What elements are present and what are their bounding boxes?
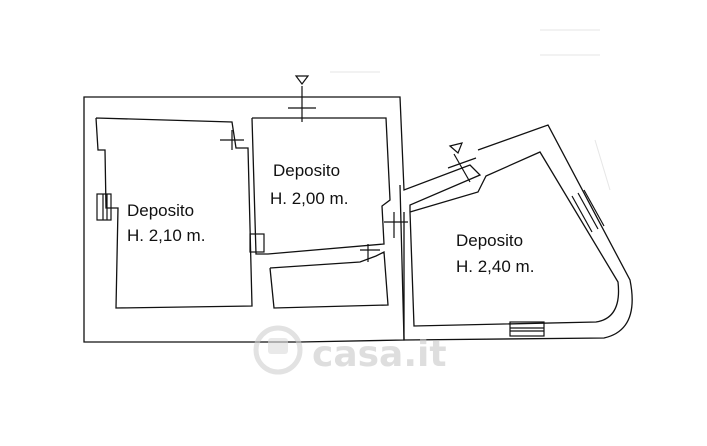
- watermark: casa.it: [253, 325, 447, 375]
- left-middle-door: [220, 130, 265, 253]
- room-left-height: H. 2,10 m.: [127, 226, 205, 245]
- watermark-text: casa.it: [312, 334, 447, 375]
- room-right-name: Deposito: [456, 231, 523, 250]
- room-middle-height: H. 2,00 m.: [270, 189, 348, 208]
- right-window: [571, 189, 605, 233]
- middle-room-walls: [251, 96, 482, 343]
- lower-room-door: [360, 244, 380, 262]
- room-left-walls: [83, 96, 300, 343]
- middle-right-door: [384, 212, 408, 238]
- left-window: [96, 193, 112, 221]
- bottom-window: [509, 321, 545, 337]
- right-entry-marker: [447, 142, 477, 183]
- right-room-walls: [399, 124, 633, 341]
- room-middle-label: Deposito H. 2,00 m.: [270, 161, 348, 208]
- room-right-label: Deposito H. 2,40 m.: [456, 231, 534, 276]
- room-left-name: Deposito: [127, 201, 194, 220]
- room-left-label: Deposito H. 2,10 m.: [127, 201, 205, 245]
- room-right-height: H. 2,40 m.: [456, 257, 534, 276]
- room-middle-name: Deposito: [273, 161, 340, 180]
- top-entry-marker: [288, 75, 316, 122]
- ghost-background-marks: [330, 29, 611, 191]
